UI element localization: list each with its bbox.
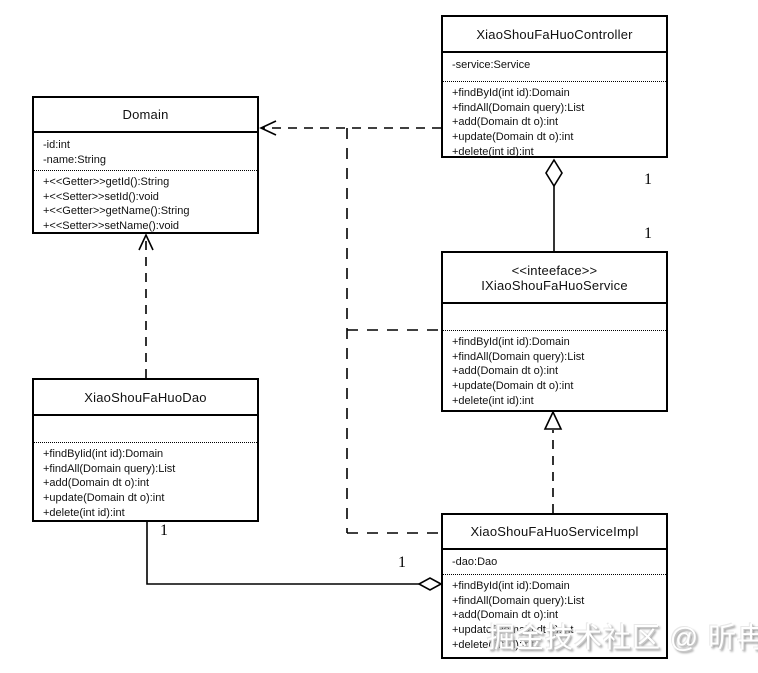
uml-method: +findByIid(int id):Domain <box>43 448 164 460</box>
uml-method: +<<Setter>>setName():void <box>43 220 180 233</box>
class-title: <<inteeface>> IXiaoShouFaHuoService <box>443 253 666 304</box>
uml-method: +delete(int id):int <box>43 506 125 519</box>
methods-compartment: +findById(int id):Domain +findAll(Domain… <box>443 82 666 160</box>
class-title: XiaoShouFaHuoServiceImpl <box>443 515 666 550</box>
uml-attribute: -id:int <box>43 139 70 151</box>
class-name: XiaoShouFaHuoServiceImpl <box>470 524 639 539</box>
attributes-compartment: -dao:Dao <box>443 550 666 575</box>
methods-compartment: +<<Getter>>getId():String +<<Setter>>set… <box>34 171 257 234</box>
methods-compartment: +findById(int id):Domain +findAll(Domain… <box>443 575 666 653</box>
attributes-compartment: -id:int -name:String <box>34 133 257 171</box>
class-name: IXiaoShouFaHuoService <box>481 277 628 293</box>
methods-compartment: +findById(int id):Domain +findAll(Domain… <box>443 331 666 409</box>
uml-method: +findById(int id):Domain <box>452 580 570 592</box>
attributes-compartment <box>34 416 257 443</box>
class-xiaoshoufahuocontroller: XiaoShouFaHuoController -service:Service… <box>441 15 668 158</box>
dependency-dao-to-domain <box>138 233 154 378</box>
uml-method: +update(Domain dt o):int <box>452 131 574 144</box>
class-title: XiaoShouFaHuoController <box>443 17 666 53</box>
uml-attribute: -dao:Dao <box>452 556 498 568</box>
methods-compartment: +findByIid(int id):Domain +findAll(Domai… <box>34 443 257 521</box>
dependency-trunk-service-impl-to-domain <box>346 128 441 534</box>
uml-method: +findAll(Domain query):List <box>452 101 585 114</box>
stereotype-label: <<inteeface>> <box>511 262 598 278</box>
uml-method: +update(Domain dt o):int <box>452 624 574 637</box>
watermark-text: 掘金技术社区 @ 昕冉 <box>487 622 758 653</box>
uml-method: +findAll(Domain query):List <box>452 350 585 363</box>
uml-method: +delete(int id):int <box>452 145 534 158</box>
class-xiaoshoufahuoserviceimpl: XiaoShouFaHuoServiceImpl -dao:Dao +findB… <box>441 513 668 659</box>
uml-method: +add(Domain dt o):int <box>452 609 559 622</box>
uml-method: +add(Domain dt o):int <box>452 116 559 129</box>
dependency-controller-to-domain <box>259 120 441 136</box>
class-title: Domain <box>34 98 257 133</box>
multiplicity-label: 1 <box>398 554 406 571</box>
uml-method: +<<Getter>>getName():String <box>43 205 190 218</box>
multiplicity-label: 1 <box>644 225 652 242</box>
class-title: XiaoShouFaHuoDao <box>34 380 257 416</box>
uml-method: +findById(int id):Domain <box>452 87 570 99</box>
uml-method: +update(Domain dt o):int <box>452 380 574 393</box>
aggregation-controller-service <box>545 158 563 251</box>
class-name: XiaoShouFaHuoDao <box>84 389 207 405</box>
uml-method: +<<Setter>>setId():void <box>43 190 159 203</box>
uml-method: +add(Domain dt o):int <box>452 365 559 378</box>
aggregation-dao-impl <box>146 522 443 591</box>
class-xiaoshoufahuodao: XiaoShouFaHuoDao +findByIid(int id):Doma… <box>32 378 259 522</box>
class-name: Domain <box>122 107 169 122</box>
uml-method: +delete(int id):int <box>452 638 534 651</box>
uml-attribute: -name:String <box>43 154 106 166</box>
class-domain: Domain -id:int -name:String +<<Getter>>g… <box>32 96 259 234</box>
uml-method: +findAll(Domain query):List <box>43 462 176 475</box>
uml-method: +add(Domain dt o):int <box>43 477 150 490</box>
uml-method: +findAll(Domain query):List <box>452 594 585 607</box>
attributes-compartment <box>443 304 666 331</box>
realization-impl-service <box>543 410 563 513</box>
class-name: XiaoShouFaHuoController <box>476 26 633 42</box>
multiplicity-label: 1 <box>160 522 168 539</box>
interface-ixiaoshoufahuoservice: <<inteeface>> IXiaoShouFaHuoService +fin… <box>441 251 668 412</box>
uml-attribute: -service:Service <box>452 59 531 71</box>
uml-method: +<<Getter>>getId():String <box>43 176 170 188</box>
uml-method: +update(Domain dt o):int <box>43 492 165 505</box>
uml-method: +delete(int id):int <box>452 394 534 407</box>
multiplicity-label: 1 <box>644 171 652 188</box>
attributes-compartment: -service:Service <box>443 53 666 82</box>
uml-method: +findById(int id):Domain <box>452 336 570 348</box>
